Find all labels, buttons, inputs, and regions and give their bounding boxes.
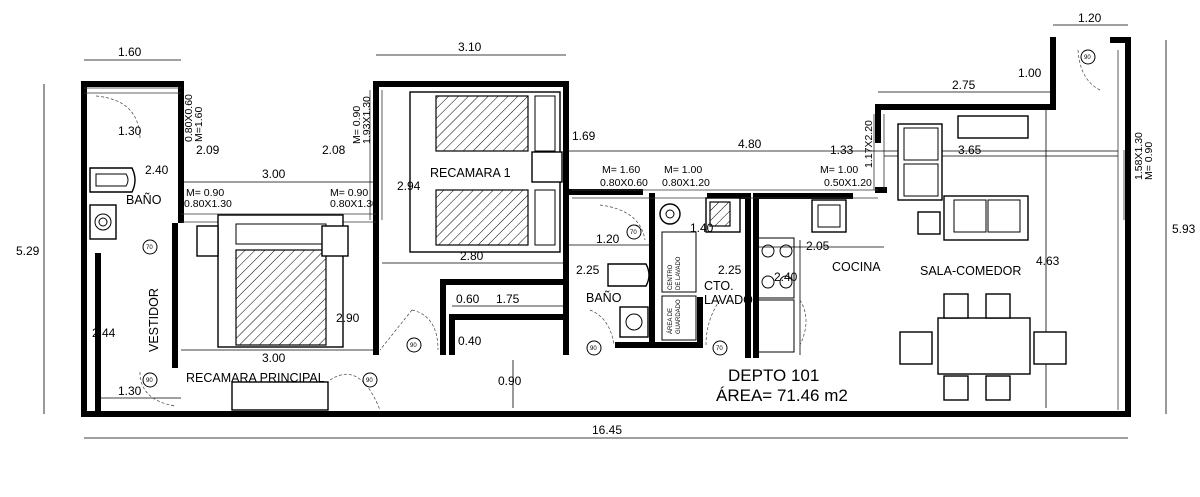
dim-28: 3.00 [262,351,286,365]
dim-27: 2.90 [336,311,360,325]
dim-4: 1.00 [1018,66,1042,80]
dim-13: 4.80 [738,137,762,151]
win-7a: M= 1.00 [820,164,858,176]
dim-2: 3.10 [458,40,482,54]
dim-10: 3.00 [262,167,286,181]
unit-name: DEPTO 101 [728,366,819,385]
win-4a: M= 0.90 [330,187,368,199]
dimension-texts: 1.60 3.10 1.20 1.00 2.75 1.30 2.09 2.40 … [16,11,1196,437]
win-6b: 0.80X1.20 [662,177,710,189]
dim-20: 2.25 [718,263,742,277]
door-tag-5: 90 [590,346,597,352]
win-5a: M= 1.60 [602,164,640,176]
dim-8: 2.40 [145,163,169,177]
interior-walls [95,187,887,413]
dimension-lines [43,24,1167,439]
dim-1: 1.60 [118,45,142,59]
bed-principal [196,214,349,411]
dim-31: 0.90 [498,374,522,388]
dim-22: 4.63 [1036,254,1060,268]
win-3b: 0.80X1.30 [184,198,232,210]
dim-7: 2.09 [196,143,220,157]
win-9b: M= 0.90 [1143,142,1155,180]
win-6a: M= 1.00 [664,164,702,176]
dim-14: 1.33 [830,143,854,157]
dim-9: 2.08 [322,143,346,157]
door-tag-4: 90 [410,343,417,349]
exterior-walls [81,37,1131,417]
room-recamara-principal: RECAMARA PRINCIPAL [186,371,325,385]
dim-12: 1.69 [572,129,596,143]
bath2-fixtures [607,203,697,341]
door-swings [95,49,1101,411]
room-vestidor: VESTIDOR [147,288,161,352]
dim-3: 1.20 [1078,11,1102,25]
unit-info: DEPTO 101 ÁREA= 71.46 m2 [716,366,848,405]
win-2b: 1.93X1.30 [361,96,373,144]
kitchen-fixtures [705,197,847,353]
dim-6: 1.30 [118,124,142,138]
room-labels: BAÑO VESTIDOR RECAMARA PRINCIPAL RECAMAR… [126,166,1021,385]
room-sala-comedor: SALA-COMEDOR [920,264,1021,278]
door-tag-7: 70 [716,346,723,352]
label-area-guardado-1: ÁREA DE [667,308,674,334]
dim-18: 2.05 [806,239,830,253]
unit-area: ÁREA= 71.46 m2 [716,386,848,405]
dim-24: 0.60 [456,292,480,306]
win-1a: 0.80X0.60 [183,94,195,142]
label-area-guardado-2: GUARDADO [676,299,682,334]
door-tag-1: 70 [146,245,153,251]
dim-30: 1.30 [118,384,142,398]
dim-16: 1.20 [596,232,620,246]
door-tag-8: 90 [1084,55,1091,61]
win-4b: 0.80X1.30 [330,198,378,210]
win-2a: M= 0.90 [351,106,363,144]
dim-33: 5.29 [16,244,40,258]
dim-17: 1.40 [690,221,714,235]
dim-26: 0.40 [458,334,482,348]
room-cocina: COCINA [832,260,881,274]
dim-11: 2.94 [397,179,421,193]
win-3a: M= 0.90 [186,187,224,199]
room-cto-lavado-2: LAVADO [704,293,753,307]
door-tag-2: 90 [146,378,153,384]
dim-5: 2.75 [952,78,976,92]
dim-25: 1.75 [496,292,520,306]
label-centro-lavado-2: DE LAVADO [676,256,682,290]
dim-23: 2.80 [460,249,484,263]
bed-recamara1 [409,91,563,253]
room-bano-2: BAÑO [586,291,622,305]
dim-32: 16.45 [592,423,622,437]
dim-15: 3.65 [958,143,982,157]
dim-34: 5.93 [1172,222,1196,236]
room-bano-main: BAÑO [126,193,162,207]
dim-21: 2.40 [774,270,798,284]
win-1b: M=1.60 [193,107,205,142]
room-recamara-1: RECAMARA 1 [430,166,511,180]
label-centro-lavado-1: CENTRO [668,264,674,290]
door-tags: 70 90 90 90 90 70 70 90 [142,49,1096,388]
win-5b: 0.80X0.60 [600,177,648,189]
bath1-fixtures [89,167,136,240]
living-furniture [897,115,1067,401]
win-9a: 1.58X1.30 [1133,132,1145,180]
win-7b: 0.50X1.20 [824,177,872,189]
win-8: 1.17X2.20 [863,120,875,168]
dim-29: 2.44 [92,326,116,340]
door-tag-3: 90 [366,378,373,384]
dim-19: 2.25 [576,263,600,277]
door-tag-6: 70 [630,230,637,236]
window-labels: 0.80X0.60 M=1.60 M= 0.90 1.93X1.30 M= 0.… [183,94,1155,210]
room-cto-lavado-1: CTO. [704,279,734,293]
